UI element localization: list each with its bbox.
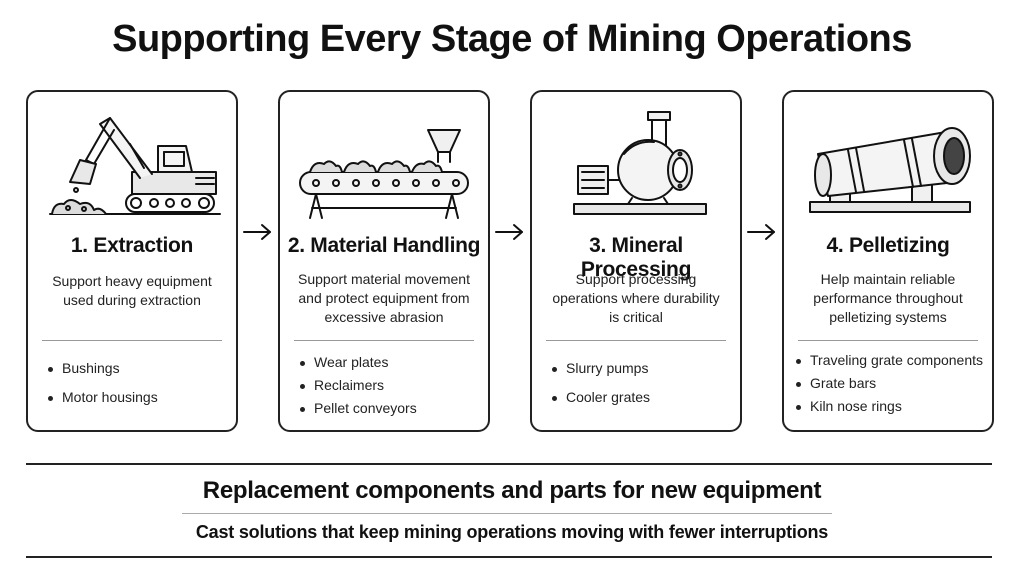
stage-title: 3. Mineral Processing [580,234,692,281]
stage-description: Support heavy equipment used during extr… [52,273,212,308]
stage-description: Help maintain reliable performance throu… [813,271,963,325]
list-item: Bushings [46,360,230,376]
card-divider [798,340,978,341]
list-item: Slurry pumps [550,360,734,376]
card-divider [546,340,726,341]
stage-description: Support processing operations where dura… [552,271,720,325]
list-item: Traveling grate components [794,352,986,368]
stage-card-pelletizing: 4. Pelletizing Help maintain reliable pe… [782,90,994,432]
footer-headline: Replacement components and parts for new… [202,477,822,504]
stage-title: 2. Material Handling [287,234,481,257]
page-title: Supporting Every Stage of Mining Operati… [112,18,912,60]
list-item: Reclaimers [298,377,482,393]
stage-card-mineral-processing: 3. Mineral Processing Support processing… [530,90,742,432]
stage-description: Support material movement and protect eq… [298,271,470,325]
footer-top-rule [26,463,992,465]
parts-list: Slurry pumps Cooler grates [550,360,734,405]
list-item: Grate bars [794,375,986,391]
stage-title: 1. Extraction [70,234,194,257]
arrow-right-icon [747,224,775,240]
parts-list: Wear plates Reclaimers Pellet conveyors [298,354,482,416]
card-divider [294,340,474,341]
arrow-right-icon [243,224,271,240]
rotary-kiln-icon [809,127,971,213]
footer-middle-rule [182,513,832,514]
list-item: Pellet conveyors [298,400,482,416]
slurry-pump-icon [573,111,707,215]
conveyor-icon [299,129,469,219]
parts-list: Bushings Motor housings [46,360,230,405]
stage-card-material-handling: 2. Material Handling Support material mo… [278,90,490,432]
excavator-icon [49,117,221,215]
stage-card-extraction: 1. Extraction Support heavy equipment us… [26,90,238,432]
list-item: Wear plates [298,354,482,370]
card-divider [42,340,222,341]
stage-title: 4. Pelletizing [826,234,950,257]
arrow-right-icon [495,224,523,240]
parts-list: Traveling grate components Grate bars Ki… [794,352,986,414]
list-item: Motor housings [46,389,230,405]
list-item: Kiln nose rings [794,398,986,414]
footer-tagline: Cast solutions that keep mining operatio… [195,522,829,542]
footer-bottom-rule [26,556,992,558]
list-item: Cooler grates [550,389,734,405]
